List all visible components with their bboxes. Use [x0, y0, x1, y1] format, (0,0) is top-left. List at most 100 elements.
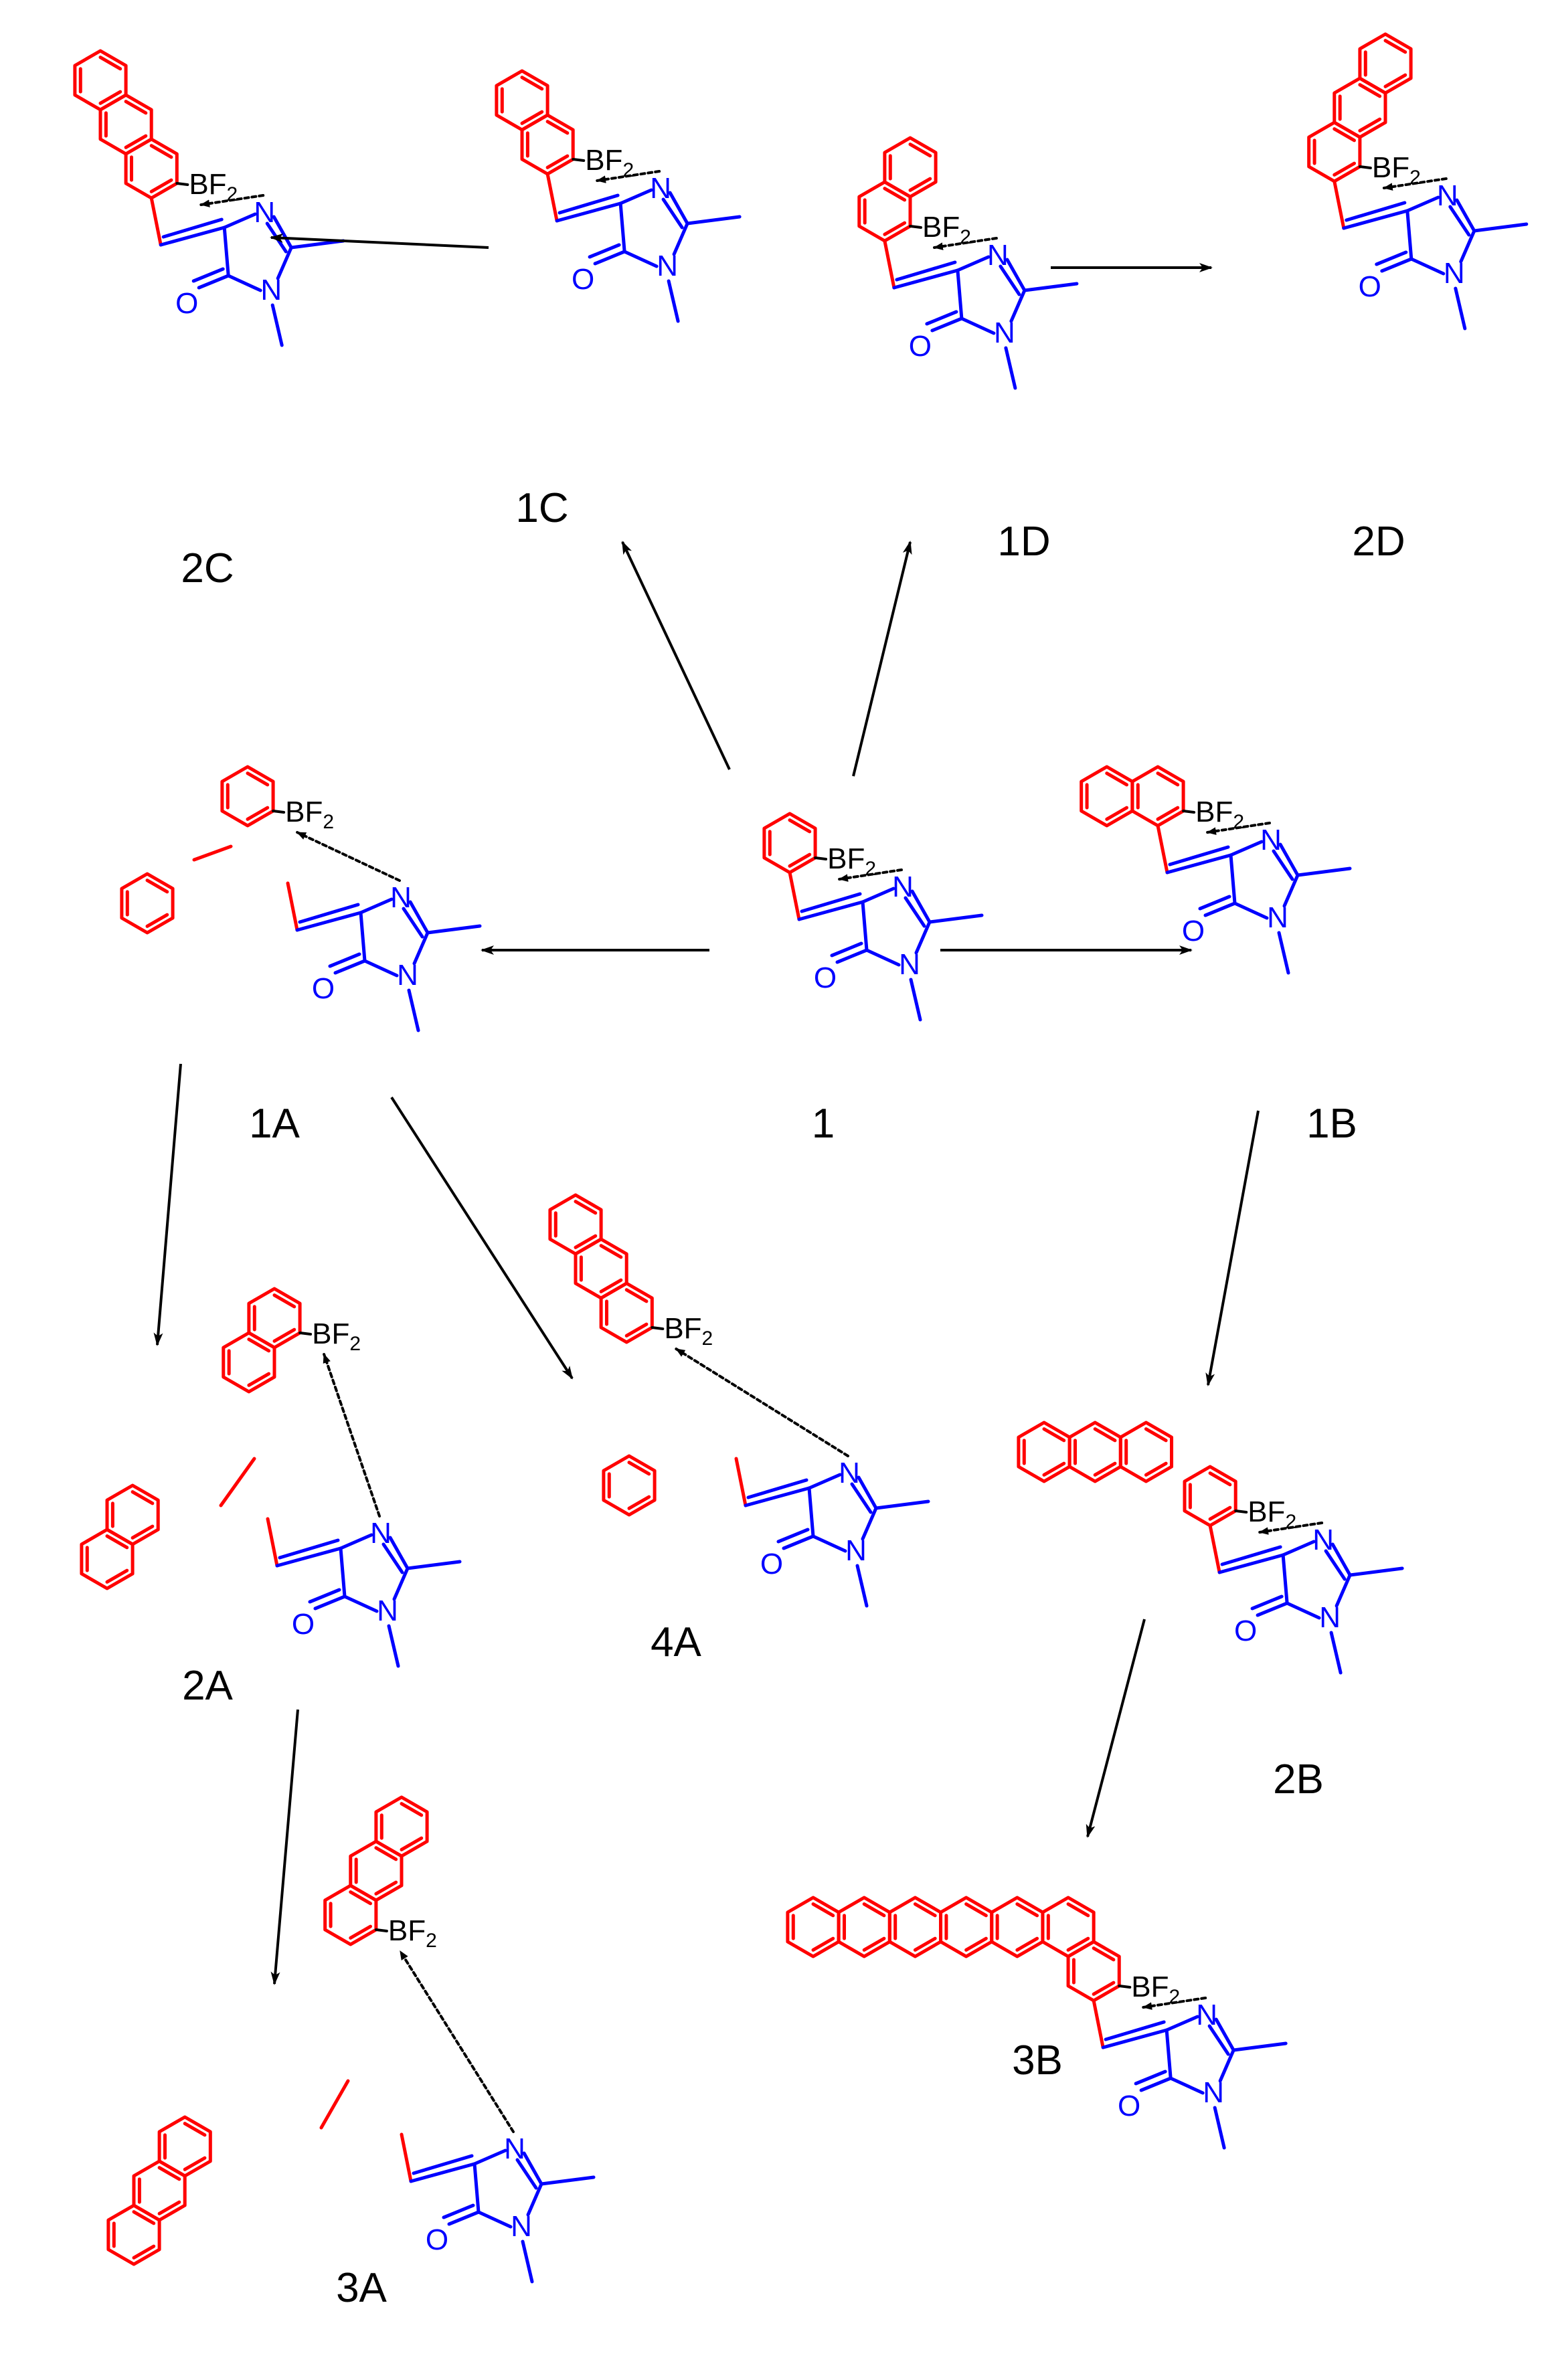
methyl-bond — [1472, 222, 1529, 233]
dative-arrow — [1258, 1522, 1324, 1535]
exocyclic-double-bond — [409, 2162, 477, 2183]
aromatic-double-bond — [105, 1534, 129, 1550]
ring-bond — [473, 2162, 481, 2214]
aromatic-double-bond — [599, 1278, 623, 1293]
aromatic-double-bond — [624, 1322, 649, 1338]
ring-bond — [618, 188, 653, 205]
aromatic-double-bond — [1015, 1936, 1039, 1952]
dative-arrow — [1206, 822, 1271, 835]
aromatic-double-bond — [1105, 806, 1129, 821]
nitrogen-label: N — [650, 172, 671, 205]
aromatic-double-bond — [913, 1936, 937, 1952]
nitrogen-label: N — [370, 1517, 392, 1550]
aromatic-double-bond — [964, 1936, 988, 1952]
aromatic-ring — [105, 1483, 160, 1546]
exocyclic-double-bond — [746, 1478, 808, 1499]
aromatic-double-bond — [98, 56, 122, 71]
aromatic-double-bond — [1333, 161, 1357, 177]
aromatic-double-bond — [105, 1568, 129, 1584]
ring-bond — [999, 264, 1021, 296]
ring-bond — [618, 201, 626, 254]
methyl-bond — [407, 988, 420, 1032]
methyl-bond — [855, 1564, 869, 1608]
ring-bond — [412, 931, 430, 966]
aromatic-double-bond — [627, 1495, 651, 1510]
exocyclic-double-bond — [275, 1546, 343, 1568]
aromatic-ring — [220, 765, 275, 828]
aromatic-ring — [1017, 1421, 1071, 1483]
carbonyl-bond — [1134, 2070, 1167, 2086]
dative-arrow — [596, 170, 661, 183]
methyl-bond — [1329, 1631, 1343, 1675]
aromatic-double-bond — [400, 1802, 424, 1817]
aromatic-double-bond — [149, 178, 173, 193]
aromatic-double-bond — [574, 1200, 598, 1215]
carbonyl-bond — [308, 1588, 341, 1604]
ring-bond — [339, 1533, 373, 1550]
ring-bond — [811, 1534, 847, 1553]
ring-bond — [408, 900, 430, 935]
ring-bond — [1281, 1553, 1289, 1605]
ring-bond — [1335, 1573, 1352, 1608]
aromatic-double-bond — [1383, 73, 1407, 88]
exocyclic-double-bond — [557, 193, 620, 215]
ring-bond — [1282, 873, 1300, 908]
methyl-bond — [1454, 286, 1467, 331]
exocyclic-double-bond — [1345, 201, 1407, 222]
ring-bond — [222, 225, 230, 278]
methyl-bond — [289, 239, 345, 250]
aromatic-double-bond — [1358, 117, 1382, 132]
oxygen-label: O — [1359, 270, 1381, 303]
vinyl-bond — [788, 871, 801, 921]
exocyclic-double-bond — [1220, 1545, 1282, 1566]
aromatic-double-bond — [1105, 771, 1129, 787]
nitrogen-label: N — [1260, 824, 1282, 856]
bf2-label: BF2 — [285, 796, 334, 833]
carbonyl-bond — [830, 941, 863, 957]
ring-bond — [956, 255, 991, 272]
aromatic-ring — [1066, 1940, 1121, 2003]
aromatic-double-bond — [908, 177, 932, 192]
aromatic-double-bond — [862, 1902, 886, 1918]
vinyl-bond — [1208, 1524, 1221, 1574]
arrow-1A-to-4A — [390, 1096, 574, 1380]
oxygen-label: O — [814, 962, 837, 994]
aromatic-double-bond — [1066, 1902, 1090, 1918]
carbonyl-bond — [1250, 1594, 1284, 1611]
dative-arrow — [1142, 1997, 1207, 2010]
ring-bond — [861, 900, 869, 952]
nitrogen-label: N — [1312, 1524, 1334, 1556]
methyl-bond — [406, 1560, 462, 1570]
bf2-label: BF2 — [312, 1317, 361, 1355]
ring-bond — [1207, 2024, 1230, 2056]
ring-bond — [1214, 2017, 1235, 2052]
compound-label-1B: 1B — [1306, 1101, 1357, 1147]
exocyclic-double-bond — [278, 1538, 340, 1560]
compound-label-3A: 3A — [336, 2265, 387, 2311]
nitrogen-label: N — [397, 959, 418, 992]
bf2-subscript: 2 — [622, 159, 634, 181]
aromatic-double-bond — [520, 110, 544, 125]
ring-bond — [1409, 257, 1446, 276]
aromatic-double-bond — [1156, 806, 1180, 821]
arrow-1C-to-2C — [270, 233, 489, 249]
ring-bond — [402, 907, 424, 939]
bf2-subscript: 2 — [323, 811, 334, 833]
aromatic-double-bond — [599, 1244, 623, 1259]
ring-bond — [473, 2148, 507, 2166]
ring-bond — [522, 2151, 543, 2186]
carbonyl-bond — [1380, 257, 1413, 273]
dative-arrow — [675, 1348, 849, 1457]
nitrogen-label: N — [1196, 1999, 1217, 2031]
oxygen-label: O — [760, 1548, 783, 1580]
carbonyl-bond — [1256, 1601, 1289, 1617]
ring-bond — [359, 897, 394, 915]
ring-bond — [272, 215, 293, 250]
nitrogen-label: N — [504, 2132, 525, 2165]
ring-bond — [672, 221, 689, 256]
ring-bond — [276, 246, 293, 280]
